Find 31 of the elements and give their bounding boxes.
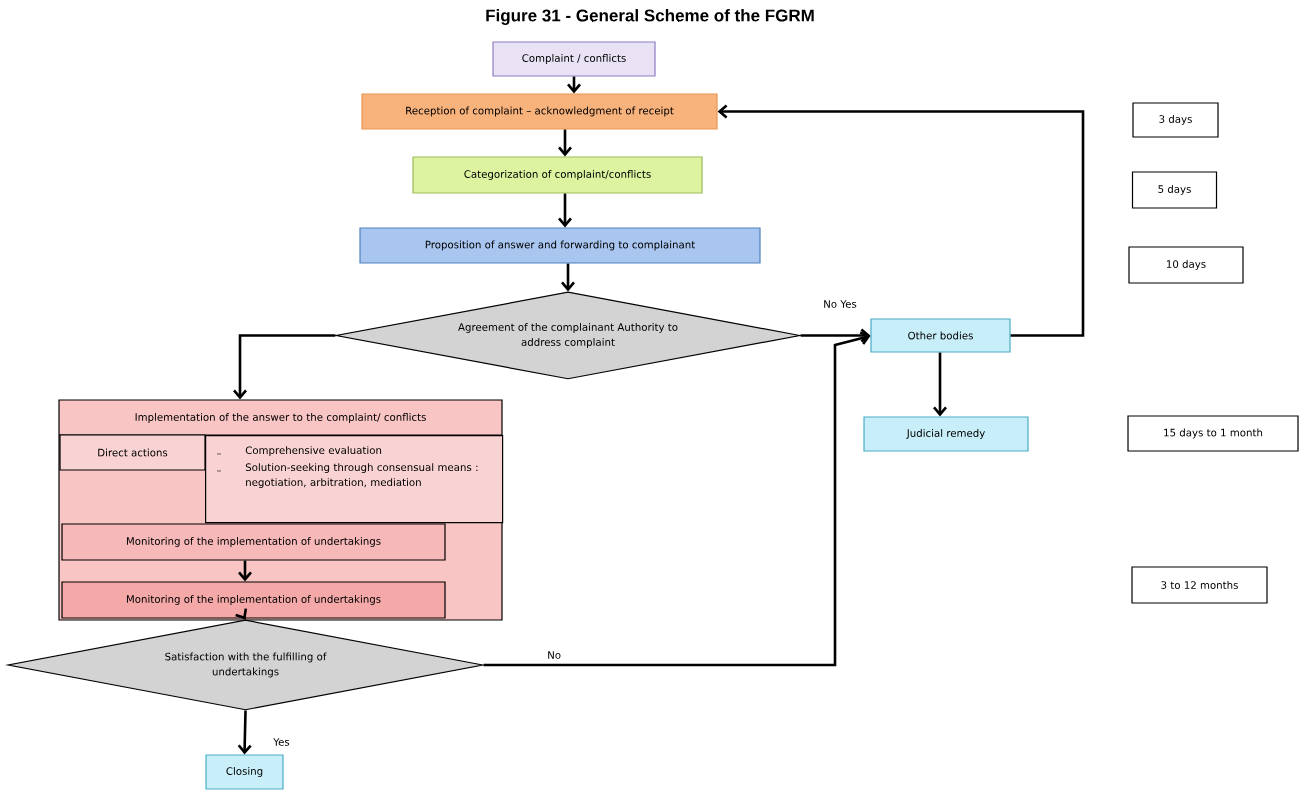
bullet-list-box: Comprehensive evaluation Solution-seeking through consensual means : negotiation, arbitration, mediation (205, 435, 504, 524)
arrow (717, 104, 1085, 337)
process-box: Judicial remedy (863, 416, 1029, 452)
arrow (558, 193, 572, 228)
arrow (233, 334, 336, 400)
process-box: Closing (205, 754, 284, 790)
process-box: Direct actions (59, 434, 206, 471)
duration-box: 15 days to 1 month (1127, 415, 1299, 452)
process-box: Proposition of answer and forwarding to complainant (359, 227, 761, 264)
arrow (800, 328, 871, 343)
process-box: Other bodies (870, 318, 1011, 353)
arrow (567, 76, 581, 94)
flow-label: No Yes (824, 300, 857, 308)
duration-box: 5 days (1131, 171, 1218, 209)
edge-label: Yes (273, 738, 290, 746)
duration-box: 10 days (1128, 246, 1244, 284)
process-box: Complaint / conflicts (492, 41, 656, 77)
arrow (483, 331, 871, 667)
arrow (558, 129, 572, 157)
duration-box: 3 to 12 months (1131, 566, 1268, 604)
arrow (237, 710, 252, 755)
process-box: Reception of complaint – acknowledgment of receipt (361, 93, 718, 130)
arrow (238, 560, 252, 582)
arrow (933, 352, 947, 417)
edge-label: No (548, 651, 561, 659)
duration-box: 3 days (1132, 102, 1219, 138)
arrow (561, 263, 575, 292)
process-box: Categorization of complaint/conflicts (412, 156, 703, 194)
process-box: Monitoring of the implementation of undertakings (61, 581, 446, 619)
title: Figure 31 - General Scheme of the FGRM (486, 9, 814, 25)
process-box: Monitoring of the implementation of undertakings (61, 523, 446, 561)
